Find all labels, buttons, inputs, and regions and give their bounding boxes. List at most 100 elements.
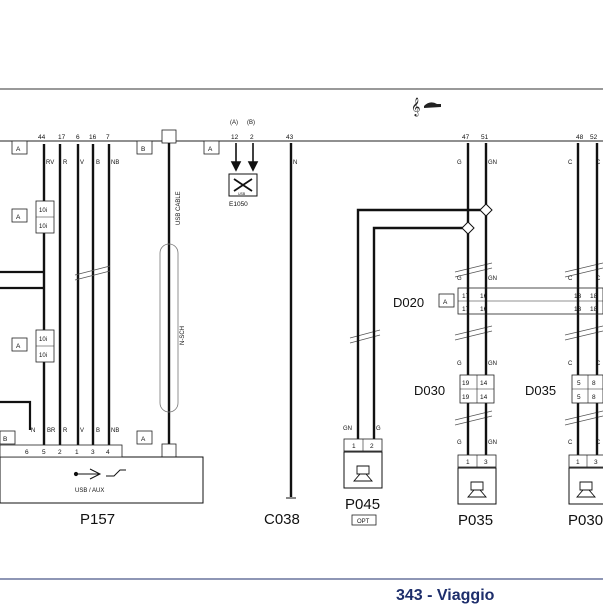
svg-text:A: A bbox=[443, 299, 448, 306]
svg-text:A: A bbox=[208, 146, 213, 153]
d020-label: D020 bbox=[393, 295, 424, 310]
p157-pin-4: 4 bbox=[106, 449, 110, 456]
svg-text:C: C bbox=[568, 276, 573, 282]
p035-pin-3: 3 bbox=[484, 459, 488, 466]
mid-wire-labels: G GN C C G GN C C G GN C C bbox=[457, 276, 601, 446]
p030-pin-3: 3 bbox=[594, 459, 598, 466]
svg-text:B: B bbox=[3, 436, 7, 443]
d030-pin-19-top: 19 bbox=[462, 380, 470, 387]
svg-text:GN: GN bbox=[488, 440, 497, 446]
svg-text:OPT: OPT bbox=[357, 519, 370, 525]
fuse-b-label: (B) bbox=[247, 120, 255, 126]
svg-text:B: B bbox=[141, 146, 145, 153]
d020-pin-17-bottom: 17 bbox=[462, 306, 470, 313]
p045-pin-1: 1 bbox=[352, 443, 356, 450]
connector-box-a-2: A bbox=[203, 140, 220, 155]
bus-pin-52: 52 bbox=[590, 134, 598, 141]
connector-box-a-side-2: A bbox=[11, 337, 28, 352]
d030-connector bbox=[459, 374, 495, 404]
bus-pin-44: 44 bbox=[38, 134, 46, 141]
p157-sublabel: USB / AUX bbox=[75, 488, 104, 494]
shield-label: N-SCH bbox=[180, 326, 186, 345]
bus-pin-16: 16 bbox=[89, 134, 97, 141]
p035-label: P035 bbox=[458, 512, 493, 529]
p030-pin-1: 1 bbox=[576, 459, 580, 466]
d020-pin-16-bottom: 16 bbox=[480, 306, 488, 313]
bus-pin-7: 7 bbox=[106, 134, 110, 141]
d020-connector bbox=[457, 287, 603, 315]
usb-cable-label: USB CABLE bbox=[176, 191, 182, 225]
d030-pin-14-bottom: 14 bbox=[480, 394, 488, 401]
p157-wire-bundle bbox=[42, 144, 111, 450]
p045-pin-2: 2 bbox=[370, 443, 374, 450]
wire-break-marks bbox=[74, 262, 603, 426]
p157-pin-1: 1 bbox=[75, 449, 79, 456]
bus-pin-48: 48 bbox=[576, 134, 584, 141]
svg-text:C: C bbox=[596, 276, 601, 282]
wire-color-c-1: C bbox=[568, 160, 573, 166]
fuse-a-label: (A) bbox=[230, 120, 238, 126]
connector-box-a-d020: A bbox=[438, 293, 455, 308]
wire-color-n-bottom: N bbox=[31, 428, 35, 434]
connector-box-b-1: B bbox=[136, 140, 153, 155]
d030-pin-14-top: 14 bbox=[480, 380, 488, 387]
wire-color-r-bottom: R bbox=[63, 428, 68, 434]
p157-pin-2: 2 bbox=[58, 449, 62, 456]
wire-color-g-top: G bbox=[457, 160, 462, 166]
left-feed-wires bbox=[0, 270, 44, 430]
bus-pin-6: 6 bbox=[76, 134, 80, 141]
bus-pin-51: 51 bbox=[481, 134, 489, 141]
d020-pin-18-top: 18 bbox=[590, 293, 598, 300]
d020-pin-17-top: 17 bbox=[462, 293, 470, 300]
wire-color-v: V bbox=[80, 160, 84, 166]
wire-color-b-bottom: B bbox=[96, 428, 100, 434]
p035-pin-1: 1 bbox=[466, 459, 470, 466]
svg-text:GN: GN bbox=[488, 361, 497, 367]
wire-color-r: R bbox=[63, 160, 68, 166]
d030-pin-19-bottom: 19 bbox=[462, 394, 470, 401]
d020-pin-16-top: 16 bbox=[480, 293, 488, 300]
svg-text:C: C bbox=[568, 440, 573, 446]
c038-ground-wire bbox=[286, 143, 296, 499]
p035-speaker bbox=[457, 454, 497, 505]
p045-wiring bbox=[356, 208, 486, 441]
p157-module bbox=[0, 444, 204, 504]
p157-pin-5: 5 bbox=[42, 449, 46, 456]
splice-points bbox=[461, 203, 493, 235]
d035-pin-8-top: 8 bbox=[592, 380, 596, 387]
svg-text:10i: 10i bbox=[39, 208, 47, 214]
svg-text:10i: 10i bbox=[39, 353, 47, 359]
d020-pin-13-bottom: 13 bbox=[574, 306, 582, 313]
d035-label: D035 bbox=[525, 383, 556, 398]
d020-pin-18-bottom: 18 bbox=[590, 306, 598, 313]
bus-pin-12: 12 bbox=[231, 134, 239, 141]
treble-clef-car-audio-icon: 𝄞 bbox=[411, 97, 441, 117]
svg-text:A: A bbox=[16, 343, 21, 350]
e1050-sub: USB bbox=[238, 192, 246, 196]
d020-pin-13-top: 13 bbox=[574, 293, 582, 300]
p157-label: P157 bbox=[80, 511, 115, 528]
c038-label: C038 bbox=[264, 511, 300, 528]
p045-opt-badge: OPT bbox=[351, 514, 377, 526]
svg-text:G: G bbox=[457, 361, 462, 367]
d030-label: D030 bbox=[414, 383, 445, 398]
wire-color-v-bottom: V bbox=[80, 428, 84, 434]
connector-box-a-bottom: A bbox=[136, 430, 153, 445]
p045-wire-gn: GN bbox=[343, 426, 352, 432]
p030-speaker bbox=[568, 454, 603, 505]
svg-text:10i: 10i bbox=[39, 337, 47, 343]
svg-text:C: C bbox=[596, 361, 601, 367]
d035-pin-8-bottom: 8 bbox=[592, 394, 596, 401]
bus-pin-2: 2 bbox=[250, 134, 254, 141]
svg-text:G: G bbox=[457, 440, 462, 446]
wire-color-b: B bbox=[96, 160, 100, 166]
e1050-label: E1050 bbox=[229, 201, 248, 208]
d035-connector bbox=[571, 374, 603, 404]
connector-box-b-bottom: B bbox=[0, 430, 16, 445]
d035-pin-5-bottom: 5 bbox=[577, 394, 581, 401]
svg-text:G: G bbox=[457, 276, 462, 282]
wire-color-br: BR bbox=[47, 428, 56, 434]
p030-label: P030 bbox=[568, 512, 603, 529]
wire-color-gn-top: GN bbox=[488, 160, 497, 166]
